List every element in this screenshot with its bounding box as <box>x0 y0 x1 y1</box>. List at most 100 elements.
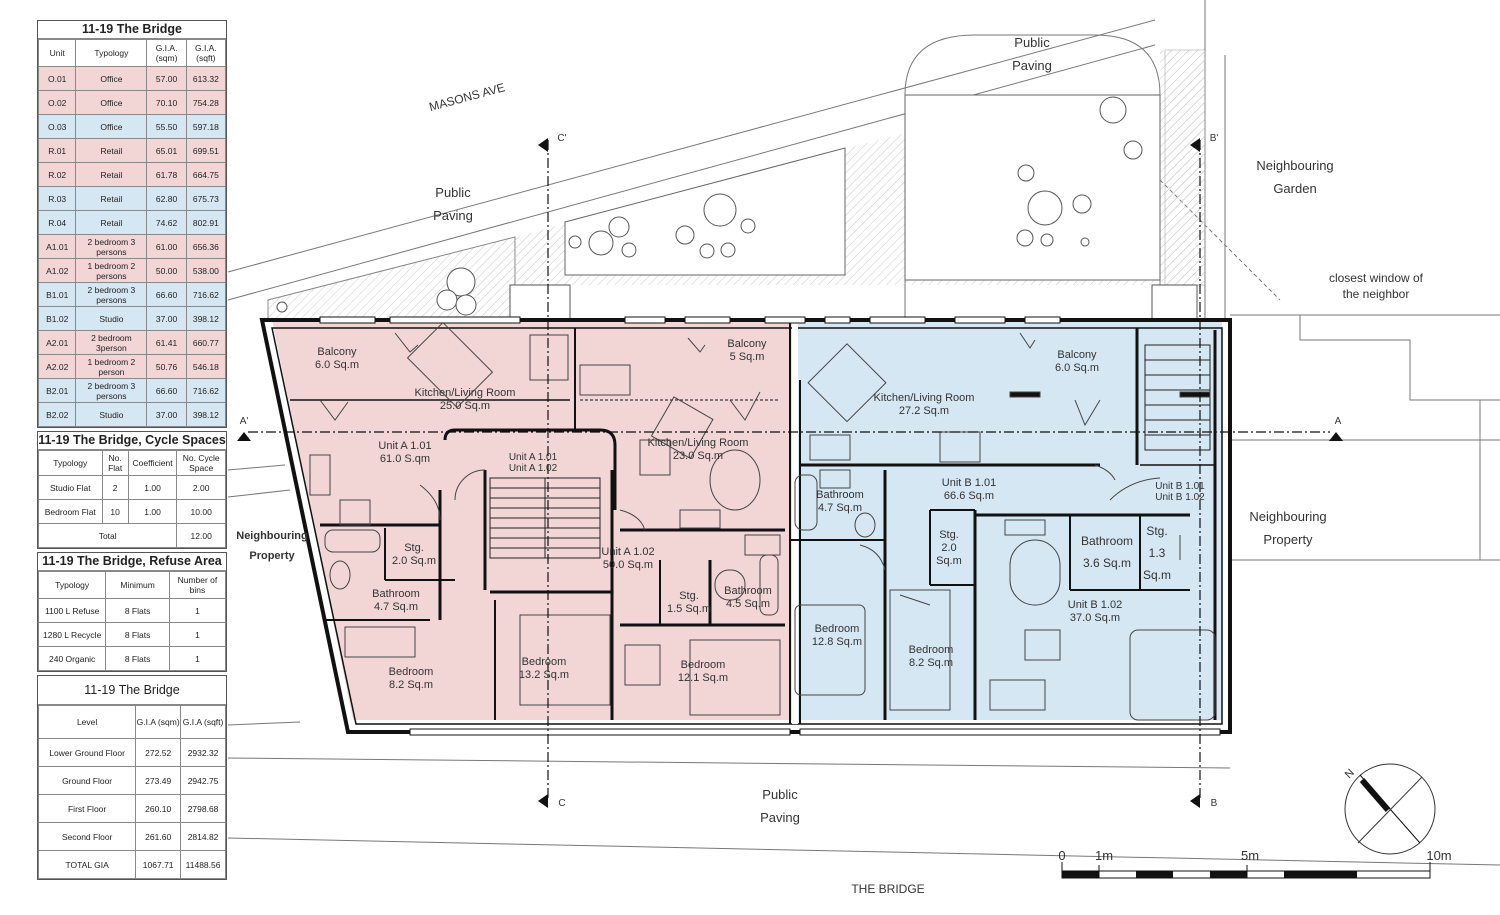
cell-unit: R.01 <box>37 138 77 163</box>
north-arrow-icon <box>1344 763 1436 855</box>
cell-unit: R.04 <box>37 210 77 235</box>
total-value: 12.00 <box>176 523 226 548</box>
section-mark-b-top: B' <box>1210 133 1219 144</box>
total-label: Total <box>37 523 178 548</box>
furniture <box>309 321 1216 721</box>
room-label-bed-a1: 8.2 Sq.m <box>389 679 433 691</box>
cell-typology: 1 bedroom 2 person <box>75 354 148 379</box>
gia-table-title: 11-19 The Bridge <box>38 21 226 39</box>
annotation-closest-window: closest window of <box>1329 271 1424 285</box>
room-label-stair-a: Unit A 1.01 <box>509 452 558 463</box>
cell-level: Ground Floor <box>37 766 137 795</box>
area-label-neighbouring-property: Neighbouring <box>1249 509 1326 524</box>
room-label-bed-b2: Bedroom <box>909 644 954 656</box>
windows <box>319 316 1221 736</box>
cycle-table: 11-19 The Bridge, Cycle Spaces Typology … <box>37 431 227 549</box>
cell-typology: Studio Flat <box>38 475 103 500</box>
unit-areas <box>272 320 1222 720</box>
cell-unit: A2.02 <box>37 354 77 379</box>
cell-sqft: 802.91 <box>185 210 227 235</box>
section-lines <box>248 140 1330 800</box>
col-gia-sqm: G.I.A (sqm) <box>135 705 182 739</box>
room-label-balcony-b: Balcony <box>1057 349 1097 361</box>
cell-typology: 240 Organic <box>37 646 107 671</box>
room-label-bed-b1: Bedroom <box>815 623 860 635</box>
room-label-bath-a1: 4.7 Sq.m <box>374 601 418 613</box>
cell-typology: 2 bedroom 3 persons <box>75 234 148 259</box>
street-label-masons-ave: MASONS AVE <box>428 80 507 114</box>
cell-sqm: 62.80 <box>146 186 187 211</box>
cell-sqm: 66.60 <box>146 378 187 403</box>
cell-sqft: 2932.32 <box>180 738 226 767</box>
cell-unit: O.01 <box>37 66 77 91</box>
section-mark-c-top: C' <box>557 133 566 144</box>
room-label-unit-b102: 37.0 Sq.m <box>1070 612 1120 624</box>
area-label-neighbouring-garden: Garden <box>1273 181 1316 196</box>
cell-typology: 2 bedroom 3 persons <box>75 378 148 403</box>
room-label-bed-a2: Bedroom <box>522 656 567 668</box>
room-label-bath-a2: 4.5 Sq.m <box>726 598 770 610</box>
area-label-public-paving: Public <box>1014 35 1050 50</box>
room-label-bath-a1: Bathroom <box>372 588 420 600</box>
cell-sqft: 2798.68 <box>180 794 226 823</box>
cell-sqft: 664.75 <box>185 162 227 187</box>
cell-unit: A2.01 <box>37 330 77 355</box>
cell-typology: Retail <box>75 162 148 187</box>
cell-typology: Bedroom Flat <box>38 499 103 524</box>
scale-tick-label: 0 <box>1058 848 1065 863</box>
col-cycle-space: No. Cycle Space <box>176 450 226 476</box>
room-label-bath-a2: Bathroom <box>724 585 772 597</box>
cell-minimum: 8 Flats <box>105 646 170 671</box>
room-label-bed-b1: 12.8 Sq.m <box>812 636 862 648</box>
section-mark-c: C <box>558 798 565 809</box>
room-label-bed-b2: 8.2 Sq.m <box>909 657 953 669</box>
section-mark-a-left: A' <box>240 416 249 427</box>
room-label-bed-a3: 12.1 Sq.m <box>678 672 728 684</box>
refuse-table: 11-19 The Bridge, Refuse Area Typology M… <box>37 552 227 672</box>
room-label-stair-b: Unit B 1.02 <box>1155 492 1205 503</box>
room-label-stg-a1: 2.0 Sq.m <box>392 555 436 567</box>
gia-table: 11-19 The Bridge Unit Typology G.I.A. (s… <box>37 20 227 428</box>
cell-sqft: 675.73 <box>185 186 227 211</box>
cell-sqft: 538.00 <box>185 258 227 283</box>
room-label-bed-a3: Bedroom <box>681 659 726 671</box>
col-typology: Typology <box>75 39 148 67</box>
area-label-public-paving: Paving <box>433 208 473 223</box>
cell-sqft: 716.62 <box>185 378 227 403</box>
cell-sqm: 61.41 <box>146 330 187 355</box>
area-label-public-paving: Public <box>435 185 471 200</box>
cell-unit: O.03 <box>37 114 77 139</box>
col-level: Level <box>37 705 137 739</box>
room-label-bed-a2: 13.2 Sq.m <box>519 669 569 681</box>
area-label-neighbouring-property: Neighbouring <box>236 530 308 542</box>
room-label-stg-b2: 1.3 <box>1149 546 1166 560</box>
north-label: N <box>1343 767 1357 781</box>
room-label-stg-a2: 1.5 Sq.m <box>667 603 711 615</box>
landscape-trees <box>276 96 1143 316</box>
cell-sqft: 11488.56 <box>180 850 226 879</box>
col-typology: Typology <box>37 571 107 599</box>
cell-sqm: 37.00 <box>146 402 187 427</box>
room-label-stg-b1: Stg. <box>939 529 959 541</box>
cell-typology: Retail <box>75 138 148 163</box>
cell-typology: Studio <box>75 306 148 331</box>
area-label-neighbouring-property: Property <box>249 550 295 562</box>
room-label-stg-a1: Stg. <box>404 542 424 554</box>
area-label-public-paving: Public <box>762 787 798 802</box>
room-label-bath-b1: Bathroom <box>816 489 864 501</box>
room-label-stg-b1: 2.0 <box>941 542 956 554</box>
cell-bins: 1 <box>168 622 227 647</box>
cell-sqft: 754.28 <box>185 90 227 115</box>
cell-unit: B1.01 <box>37 282 77 307</box>
col-unit: Unit <box>37 39 77 67</box>
